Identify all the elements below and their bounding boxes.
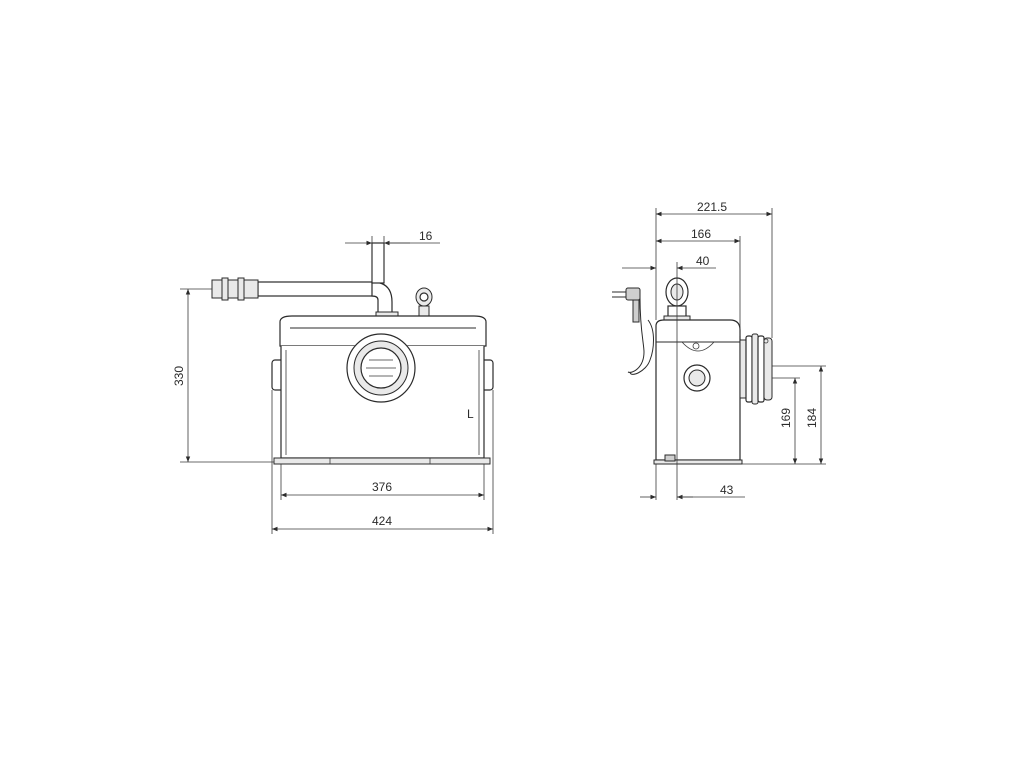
dim-base-inner-width: 376 (280, 464, 485, 500)
dim-overall-width: 424 (271, 390, 494, 534)
dim-inlet-height-lower-label: 169 (779, 408, 793, 428)
dim-base-offset: 43 (640, 464, 745, 500)
toilet-inlet-front (346, 333, 416, 403)
dim-outlet-offset: 40 (622, 254, 716, 500)
discharge-pipe (211, 242, 433, 323)
dim-overall-depth-label: 221.5 (697, 200, 727, 214)
dim-height: 330 (172, 288, 274, 463)
dim-pipe-offset-label: 16 (419, 229, 433, 243)
dim-base-offset-label: 43 (720, 483, 734, 497)
dim-height-label: 330 (172, 366, 186, 386)
front-view: L 16 330 376 424 (172, 229, 494, 534)
power-cable (612, 287, 654, 375)
dim-overall-width-label: 424 (372, 514, 392, 528)
dim-inlet-height-lower: 169 (742, 377, 826, 465)
dim-base-inner-width-label: 376 (372, 480, 392, 494)
dim-pipe-offset: 16 (345, 229, 440, 282)
small-mark-label: L (467, 407, 474, 421)
dim-depth-to-flange-label: 166 (691, 227, 711, 241)
dim-depth-to-flange: 166 (656, 227, 741, 336)
side-view: 221.5 166 40 169 184 (612, 200, 826, 500)
pump-housing-front (271, 315, 494, 465)
dim-inlet-height-upper-label: 184 (805, 408, 819, 428)
pump-housing-side (653, 319, 743, 465)
toilet-inlet-side (739, 333, 773, 405)
dim-overall-depth: 221.5 (655, 200, 773, 338)
dim-inlet-height-upper: 184 (772, 365, 826, 464)
dim-outlet-offset-label: 40 (696, 254, 710, 268)
